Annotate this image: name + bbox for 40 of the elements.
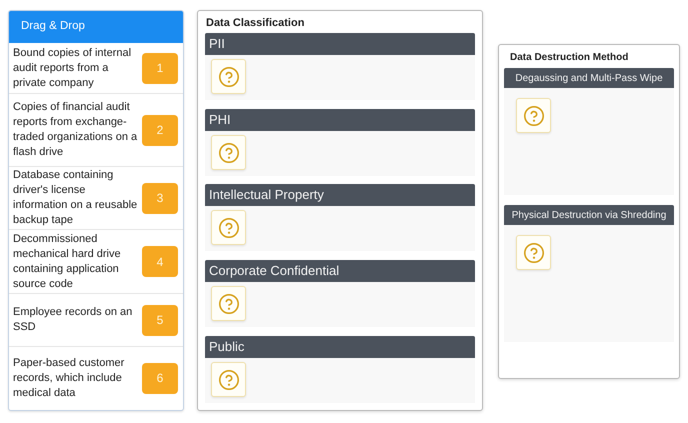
category-header: Physical Destruction via Shredding bbox=[504, 205, 674, 225]
drop-zone bbox=[205, 184, 475, 251]
drop-zone bbox=[205, 260, 475, 327]
category-panel bbox=[197, 10, 483, 411]
item-description: Employee records on an SSD bbox=[13, 305, 134, 335]
drop-slot bbox=[516, 98, 551, 133]
number-badge: 2 bbox=[142, 114, 178, 146]
number-badge: 4 bbox=[142, 246, 178, 277]
item-description: Bound copies of internal audit reports from a private company bbox=[13, 46, 132, 90]
category-header: Degaussing and Multi-Pass Wipe bbox=[504, 68, 674, 88]
item-description: Decommissioned mechanical hard drive containing application source code bbox=[13, 232, 122, 292]
category-panel bbox=[498, 44, 680, 379]
drop-slot bbox=[211, 210, 246, 245]
number-badge: 6 bbox=[142, 362, 178, 394]
number-badge: 1 bbox=[142, 52, 178, 84]
number-badge: 3 bbox=[142, 182, 178, 214]
drop-zone bbox=[205, 33, 475, 100]
number-badge: 5 bbox=[142, 304, 178, 336]
item-description: Copies of financial audit reports from exchange-traded organizations on a flash drive bbox=[13, 100, 138, 160]
category-header: Public bbox=[205, 336, 475, 358]
item-description: Database containing driver's license information on a reusable backup tape bbox=[13, 168, 138, 228]
panel-title: Data Classification bbox=[206, 16, 304, 31]
drop-slot bbox=[516, 235, 551, 270]
drop-zone bbox=[504, 68, 674, 195]
category-header: Corporate Confidential bbox=[205, 260, 475, 282]
drop-zone bbox=[205, 109, 475, 176]
item-description: Paper-based customer records, which include medical data bbox=[13, 356, 126, 400]
drop-zone bbox=[205, 336, 475, 403]
drop-zone bbox=[504, 205, 674, 342]
drop-slot bbox=[211, 362, 246, 397]
drop-slot bbox=[211, 135, 246, 170]
category-header: PII bbox=[205, 33, 475, 55]
list-item bbox=[9, 167, 183, 230]
panel-header: Drag & Drop bbox=[9, 11, 183, 43]
category-header: PHI bbox=[205, 109, 475, 131]
category-header: Intellectual Property bbox=[205, 184, 475, 206]
drop-slot bbox=[211, 59, 246, 94]
drag-drop-panel bbox=[8, 10, 184, 411]
panel-title: Data Destruction Method bbox=[510, 51, 628, 65]
drop-slot bbox=[211, 286, 246, 321]
